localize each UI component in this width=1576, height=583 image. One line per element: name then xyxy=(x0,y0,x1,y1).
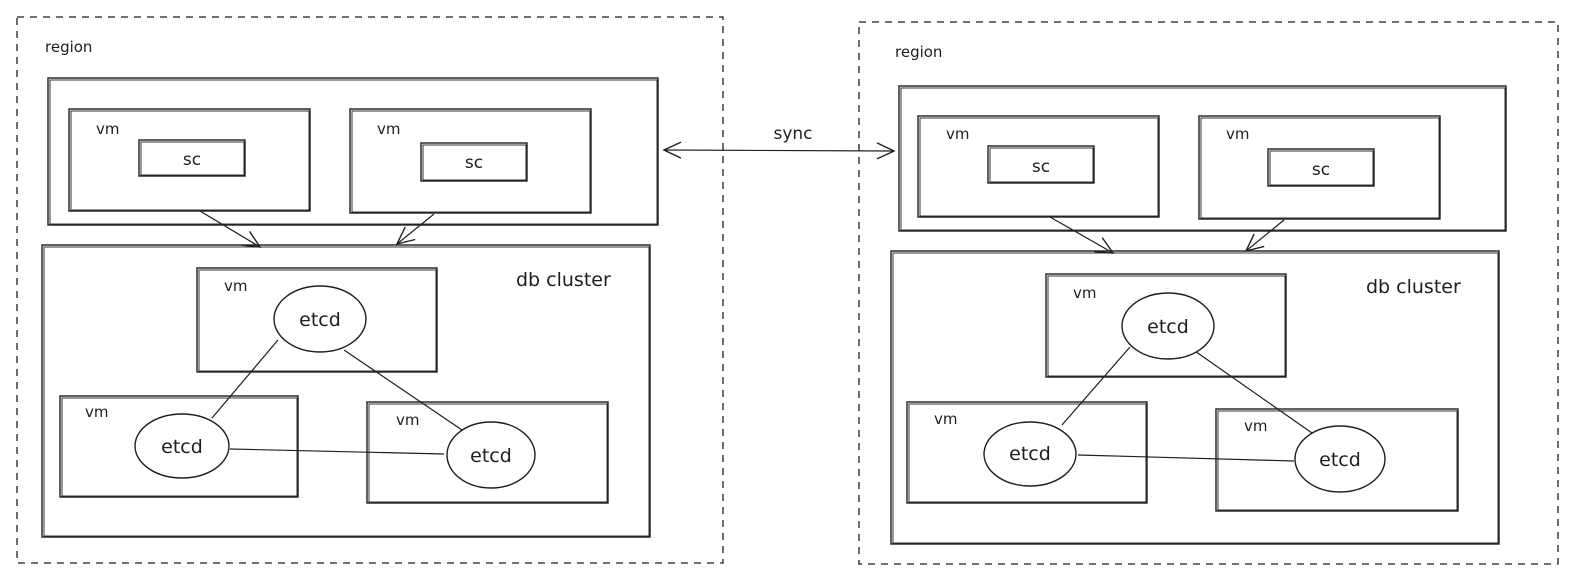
sync-link: sync xyxy=(662,124,896,160)
etcd-label: etcd xyxy=(470,445,512,467)
vm-label: vm xyxy=(396,411,420,429)
vm-box xyxy=(917,115,1160,218)
connection-arrow xyxy=(1244,219,1285,253)
sc-box xyxy=(420,142,528,182)
db-cluster-box xyxy=(890,250,1500,545)
vm-label: vm xyxy=(934,410,958,428)
etcd-node xyxy=(1294,425,1386,493)
vm-box xyxy=(68,108,311,212)
vm-label: vm xyxy=(96,120,120,138)
vm-box xyxy=(196,267,438,373)
sc-box xyxy=(987,145,1095,184)
sc-label: sc xyxy=(465,153,483,173)
vm-box xyxy=(1215,408,1459,512)
sc-label: sc xyxy=(1032,157,1050,177)
sc-label: sc xyxy=(1312,160,1330,180)
vm-box xyxy=(906,401,1148,504)
etcd-node xyxy=(983,421,1077,487)
connection-arrow xyxy=(199,210,262,248)
vm-label: vm xyxy=(377,120,401,138)
sc-group-box xyxy=(898,85,1507,232)
region-right: region vm sc vm sc xyxy=(858,21,1559,565)
connection-arrow xyxy=(1049,216,1115,254)
vm-label: vm xyxy=(224,277,248,295)
sc-group-box xyxy=(47,77,659,226)
sc-group: vm sc vm sc xyxy=(898,85,1507,232)
etcd-node xyxy=(134,413,230,479)
etcd-label: etcd xyxy=(1319,449,1361,471)
region-boundary xyxy=(16,16,724,564)
etcd-edge xyxy=(1077,454,1295,462)
etcd-label: etcd xyxy=(1009,443,1051,465)
db-cluster-label: db cluster xyxy=(516,269,611,291)
vm-box xyxy=(1198,115,1441,220)
etcd-node xyxy=(1121,292,1215,360)
db-cluster: db cluster vm vm vm etcd etcd etcd xyxy=(41,244,651,538)
etcd-edge xyxy=(1061,346,1131,426)
etcd-edge xyxy=(1191,348,1313,434)
region-label: region xyxy=(45,38,92,56)
vm-label: vm xyxy=(946,125,970,143)
db-cluster-label: db cluster xyxy=(1366,276,1461,298)
vm-sc-1: vm sc xyxy=(917,115,1160,218)
etcd-node xyxy=(446,421,536,489)
vm-sc-2: vm sc xyxy=(1198,115,1441,220)
sync-arrow xyxy=(662,141,896,160)
etcd-edge xyxy=(343,349,463,431)
db-cluster: db cluster vm vm vm etcd etcd etcd xyxy=(890,250,1500,545)
vm-sc-2: vm sc xyxy=(349,108,592,214)
etcd-edge xyxy=(229,448,445,455)
sc-box xyxy=(138,139,246,177)
vm-box xyxy=(1045,273,1287,378)
vm-box xyxy=(349,108,592,214)
region-label: region xyxy=(895,43,942,61)
etcd-node xyxy=(273,285,367,353)
vm-label: vm xyxy=(85,403,109,421)
vm-label: vm xyxy=(1073,284,1097,302)
db-cluster-box xyxy=(41,244,651,538)
vm-sc-1: vm sc xyxy=(68,108,311,212)
connection-arrow xyxy=(395,213,435,246)
region-boundary xyxy=(858,21,1559,565)
sync-label: sync xyxy=(773,124,812,144)
region-left: region vm sc vm sc xyxy=(16,16,724,564)
etcd-label: etcd xyxy=(1147,316,1189,338)
sc-label: sc xyxy=(183,150,201,170)
sc-group: vm sc vm sc xyxy=(47,77,659,226)
etcd-label: etcd xyxy=(161,436,203,458)
etcd-label: etcd xyxy=(299,309,341,331)
etcd-edge xyxy=(211,339,279,419)
vm-box xyxy=(59,395,299,498)
vm-label: vm xyxy=(1226,125,1250,143)
vm-label: vm xyxy=(1244,417,1268,435)
sc-box xyxy=(1267,148,1375,187)
